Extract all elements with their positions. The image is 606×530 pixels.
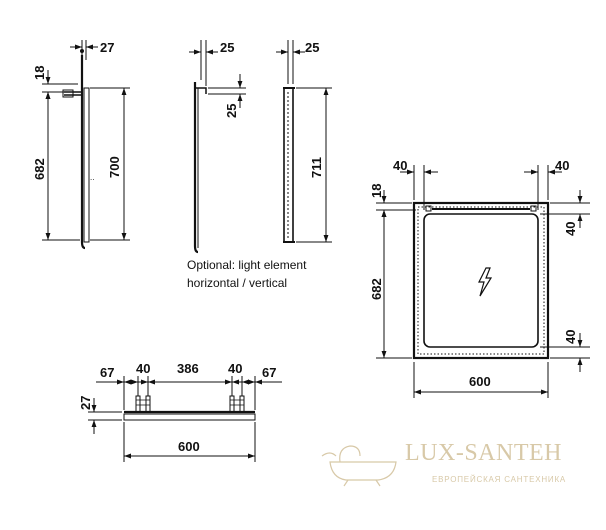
dim-mid-depth: 25 — [220, 40, 234, 55]
dim-mid-offset: 25 — [224, 104, 239, 118]
bathtub-logo-icon — [321, 445, 397, 487]
dim-side-height-682: 682 — [32, 158, 47, 180]
brand-name: LUX-SANTEH — [405, 440, 562, 466]
dim-right-depth: 25 — [305, 40, 319, 55]
dim-front-top-offset: 18 — [369, 184, 384, 198]
mid-light-bracket — [196, 87, 207, 94]
dim-front-bottom-right: 40 — [563, 330, 578, 344]
front-view: 40 40 18 682 40 40 600 — [369, 158, 590, 398]
plan-bracket-left — [135, 395, 151, 413]
dim-right-height: 711 — [309, 157, 324, 178]
dim-plan-right-67: 67 — [262, 365, 276, 380]
dim-plan-left-40: 40 — [136, 361, 150, 376]
dim-plan-left-67: 67 — [100, 365, 114, 380]
dim-front-right-margin: 40 — [555, 158, 569, 173]
side-view-right: 25 711 — [276, 40, 332, 243]
plan-bracket-right — [229, 395, 245, 413]
plan-view: 67 40 386 40 67 27 600 — [78, 361, 282, 462]
dim-front-height: 682 — [369, 278, 384, 300]
dim-plan-right-40: 40 — [228, 361, 242, 376]
front-glass — [423, 213, 539, 348]
optional-note-line1: Optional: light element — [187, 258, 307, 272]
dim-side-top-offset: 18 — [32, 66, 47, 80]
side-mirror-body — [83, 87, 90, 243]
optional-note-line2: horizontal / vertical — [187, 276, 288, 290]
plan-mirror-body — [123, 413, 256, 421]
front-mirror-frame — [412, 201, 550, 360]
lightning-bolt-icon — [478, 267, 493, 297]
dim-side-depth: 27 — [100, 40, 114, 55]
dim-plan-width: 600 — [178, 439, 200, 454]
dim-front-top-right: 40 — [563, 222, 578, 236]
dim-front-left-margin: 40 — [393, 158, 407, 173]
dim-side-height-700: 700 — [107, 156, 122, 178]
svg-text:..: .. — [90, 173, 94, 182]
mid-profile-outline — [193, 82, 199, 254]
side-profile-outline — [80, 55, 86, 250]
dim-plan-depth: 27 — [78, 396, 93, 410]
dim-front-width: 600 — [469, 374, 491, 389]
dim-plan-center: 386 — [177, 361, 199, 376]
side-view-middle: 25 25 — [189, 40, 246, 254]
side-view-left: 27 18 682 700 .. — [32, 40, 130, 250]
brand-tagline: ЕВРОПЕЙСКАЯ САНТЕХНИКА — [432, 475, 567, 484]
